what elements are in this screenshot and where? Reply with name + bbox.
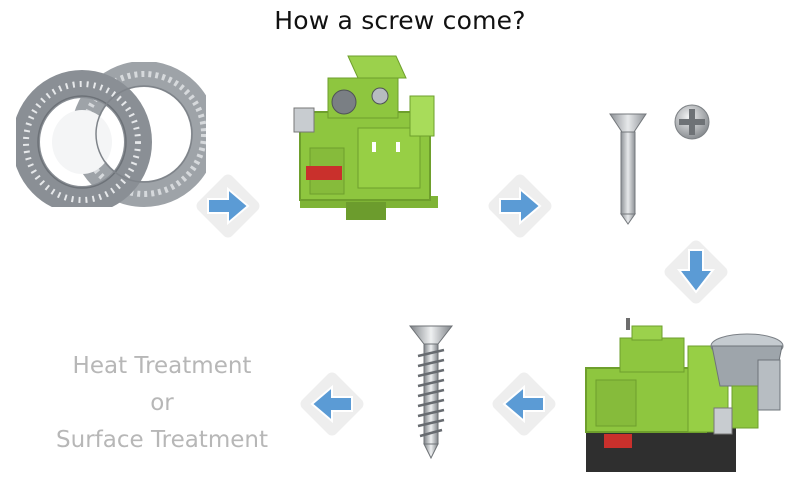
finished-screw-image	[408, 325, 454, 460]
diagram-title: How a screw come?	[274, 6, 526, 35]
arrow-down-icon	[664, 240, 728, 304]
screw-blank-image	[609, 113, 647, 225]
arrow-left-1-icon	[492, 372, 556, 436]
screw-head-image	[674, 104, 710, 140]
treatment-step: Heat Treatment or Surface Treatment	[22, 348, 302, 459]
treatment-line-1: Heat Treatment	[72, 353, 252, 379]
thread-rolling-machine-image	[585, 318, 784, 472]
arrow-right-1-icon	[196, 174, 260, 238]
arrow-right-2-icon	[488, 174, 552, 238]
treatment-line-3: Surface Treatment	[56, 427, 268, 453]
wire-coil-image	[16, 62, 206, 207]
arrow-left-2-icon	[300, 372, 364, 436]
treatment-line-2: or	[150, 390, 174, 416]
heading-machine-image	[293, 55, 438, 220]
